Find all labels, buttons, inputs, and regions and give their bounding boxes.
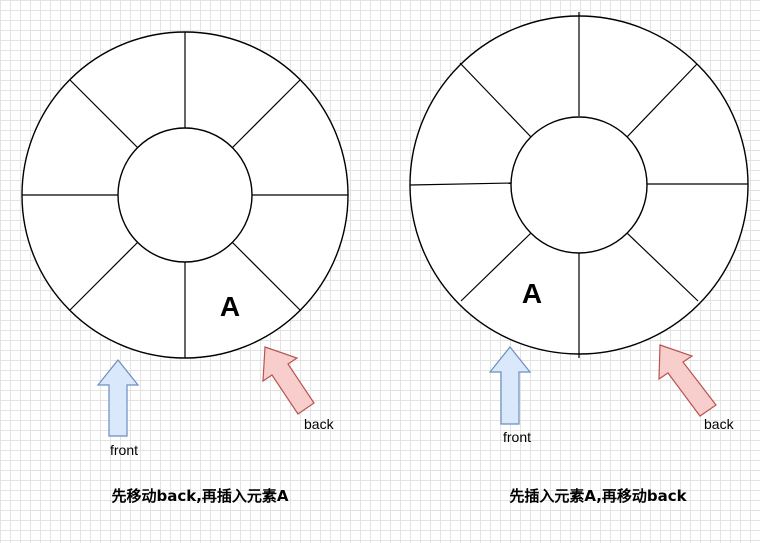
spoke-bottom-right	[231, 241, 301, 311]
front-label: front	[503, 429, 531, 445]
inner-ring	[117, 127, 253, 263]
back-label: back	[304, 416, 335, 432]
inner-ring	[510, 116, 648, 254]
ring-spokes	[22, 32, 348, 358]
front-arrow	[96, 359, 140, 437]
slot-label: A	[522, 278, 542, 309]
front-arrow	[488, 346, 532, 425]
slot-label: A	[220, 291, 240, 322]
ring-buffer-diagram-left: A front back 先移动back,再插入元素A	[21, 31, 349, 505]
caption: 先插入元素A,再移动back	[509, 487, 687, 505]
ring-buffer-diagram-right: A front back 先插入元素A,再移动back	[409, 12, 749, 505]
spoke-top-right	[626, 63, 698, 138]
spoke-bottom-right	[626, 232, 699, 302]
ring-spokes	[409, 12, 748, 358]
spoke-left	[409, 182, 513, 186]
back-label: back	[704, 416, 735, 432]
spoke-top-left	[69, 79, 139, 149]
front-label: front	[110, 442, 138, 458]
back-arrow	[658, 344, 717, 417]
spoke-bottom-left	[460, 232, 532, 302]
spoke-top-right	[231, 79, 301, 149]
spoke-top-left	[459, 62, 532, 138]
caption: 先移动back,再插入元素A	[111, 487, 288, 505]
back-arrow	[262, 346, 315, 415]
spoke-bottom-left	[69, 241, 139, 311]
